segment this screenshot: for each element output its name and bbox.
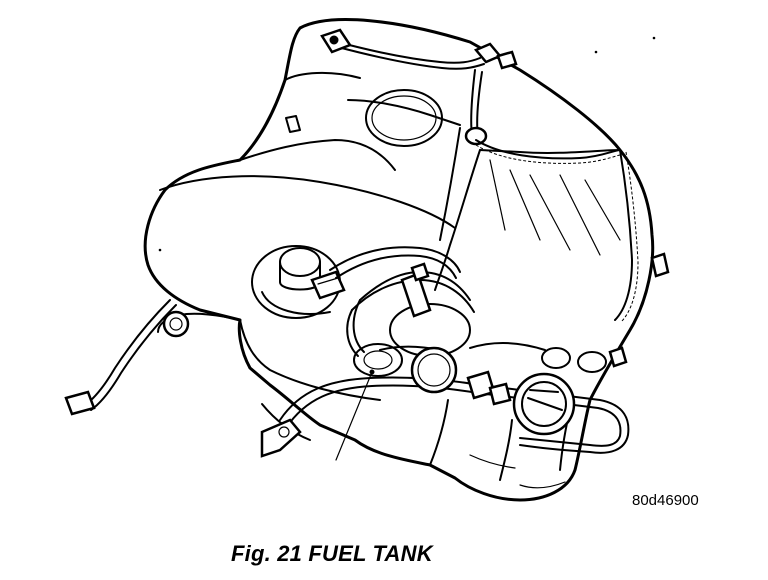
filler-opening [365, 89, 443, 147]
top-stud [285, 115, 301, 133]
side-mount-right [608, 252, 670, 368]
strap-bracket-left [157, 310, 241, 338]
rollover-valve [353, 343, 403, 377]
tank-body-outline [143, 18, 655, 502]
figure-reference-code: 80d46900 [632, 492, 699, 509]
fuel-pump-module [251, 245, 346, 319]
pressure-regulator [466, 347, 607, 436]
callout-leader-line [335, 369, 375, 461]
strap-bracket-bottom [260, 418, 302, 458]
vapor-line-left [64, 299, 177, 416]
vent-hose-top [320, 28, 639, 323]
scan-specks [158, 36, 656, 252]
fuel-level-sender [389, 262, 471, 394]
figure-caption: Fig. 21 FUEL TANK [231, 541, 433, 566]
